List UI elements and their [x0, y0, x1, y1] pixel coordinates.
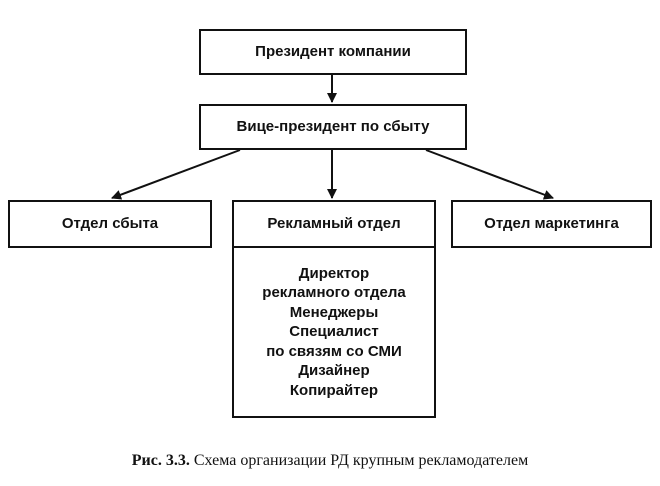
advertising-department-label: Рекламный отдел: [267, 215, 401, 232]
staff-line-director: Директор: [298, 264, 370, 282]
staff-line-director-dept: рекламного отдела: [262, 284, 406, 302]
president-label: Президент компании: [255, 43, 411, 60]
arrow-vp-to-sales: [111, 149, 241, 200]
arrow-vp-to-marketing: [425, 149, 554, 200]
sales-department-box: Отдел сбыта: [8, 200, 212, 248]
staff-line-media-relations: по связям со СМИ: [266, 342, 402, 360]
president-box: Президент компании: [199, 29, 467, 75]
caption-text: Схема организации РД крупным рекламодате…: [193, 452, 529, 469]
figure-caption: Рис. 3.3. Схема организации РД крупным р…: [0, 452, 660, 470]
vice-president-box: Вице-президент по сбыту: [199, 104, 467, 150]
marketing-department-label: Отдел маркетинга: [484, 215, 619, 232]
staff-line-managers: Менеджеры: [289, 303, 379, 321]
staff-line-copywriter: Копирайтер: [289, 381, 379, 399]
sales-department-label: Отдел сбыта: [61, 215, 159, 232]
caption-figure-label: Рис. 3.3.: [131, 452, 190, 469]
advertising-staff-box: Директор рекламного отдела Менеджеры Спе…: [232, 246, 436, 418]
vice-president-label: Вице-президент по сбыту: [236, 118, 430, 135]
marketing-department-box: Отдел маркетинга: [451, 200, 652, 248]
staff-line-designer: Дизайнер: [298, 362, 370, 380]
staff-line-specialist: Специалист: [289, 323, 379, 341]
advertising-department-box: Рекламный отдел: [232, 200, 436, 248]
